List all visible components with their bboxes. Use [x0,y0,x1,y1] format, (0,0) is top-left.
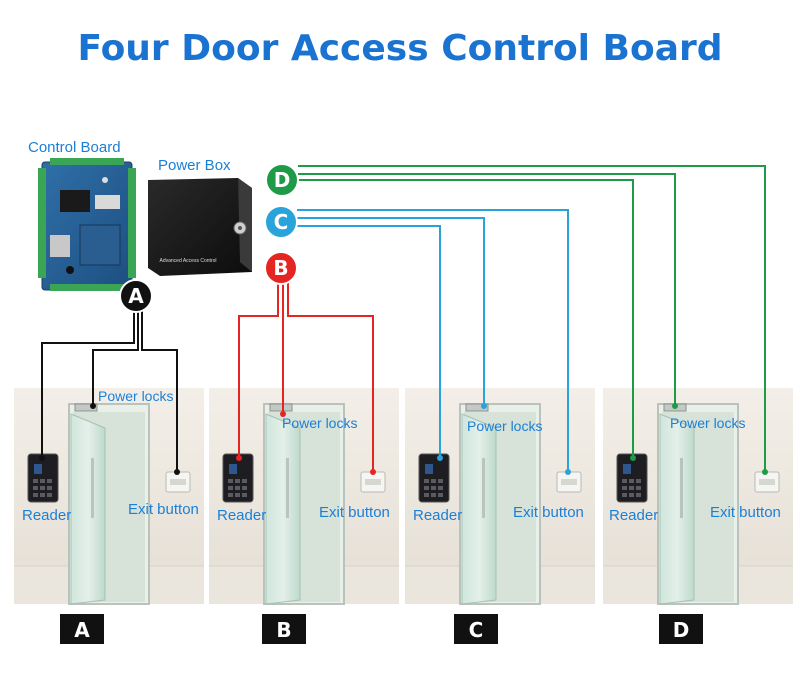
badge-a: A [119,279,153,313]
wire-d-lock [298,173,676,404]
power-locks-label-c: Power locks [467,418,542,434]
exit-button-label-a: Exit button [128,501,199,518]
exit-button-label-b: Exit button [319,504,390,521]
badge-letter: A [128,284,144,308]
wire-terminal [236,455,242,461]
door-tag-d: D [659,614,703,644]
wire-terminal [630,455,636,461]
wire-a-exit [141,310,178,470]
power-box-label: Power Box [158,157,231,174]
door-tag-letter: D [673,618,690,642]
wire-terminal [762,469,768,475]
wire-terminal [437,455,443,461]
control-board-label: Control Board [28,139,121,156]
door-scene-d [603,388,793,605]
badge-b: B [264,251,298,285]
power-box: Power Box Advanced Access Control [148,157,252,276]
reader-label-d: Reader [609,507,658,524]
wire-terminal [565,469,571,475]
badge-c: C [264,205,298,239]
door-scene-a [14,388,204,605]
door-scene-b [209,388,399,605]
reader-label-b: Reader [217,507,266,524]
page-title: Four Door Access Control Board [77,28,722,69]
door-tag-letter: A [74,618,90,642]
wire-c-reader [297,225,441,456]
power-locks-label-b: Power locks [282,415,357,431]
wire-terminal [90,403,96,409]
wire-b-exit [287,282,374,470]
exit-button-label-d: Exit button [710,504,781,521]
badge-letter: C [274,210,289,234]
door-tag-a: A [60,614,104,644]
wire-c-exit [297,209,569,470]
wire-terminal [39,455,45,461]
wire-terminal [481,403,487,409]
reader-label-c: Reader [413,507,462,524]
door-tag-c: C [454,614,498,644]
wire-terminal [280,411,286,417]
wire-a-lock [92,310,139,405]
wire-d-exit [298,165,766,470]
door-tag-letter: C [469,618,484,642]
power-box-text: Advanced Access Control [160,258,217,264]
door-scene-c [405,388,595,605]
power-locks-label-d: Power locks [670,415,745,431]
wire-a-reader [41,310,135,456]
wire-c-lock [297,217,485,404]
door-tag-letter: B [276,618,291,642]
badge-letter: B [273,256,288,280]
exit-button-label-c: Exit button [513,504,584,521]
badge-letter: D [274,168,291,192]
reader-label-a: Reader [22,507,71,524]
wire-d-reader [298,179,634,456]
wire-terminal [672,403,678,409]
control-board: Control Board [28,139,136,291]
wire-terminal [174,469,180,475]
badge-d: D [265,163,299,197]
power-locks-label-a: Power locks [98,388,173,404]
wire-terminal [370,469,376,475]
wire-b-reader [238,282,279,456]
door-tag-b: B [262,614,306,644]
